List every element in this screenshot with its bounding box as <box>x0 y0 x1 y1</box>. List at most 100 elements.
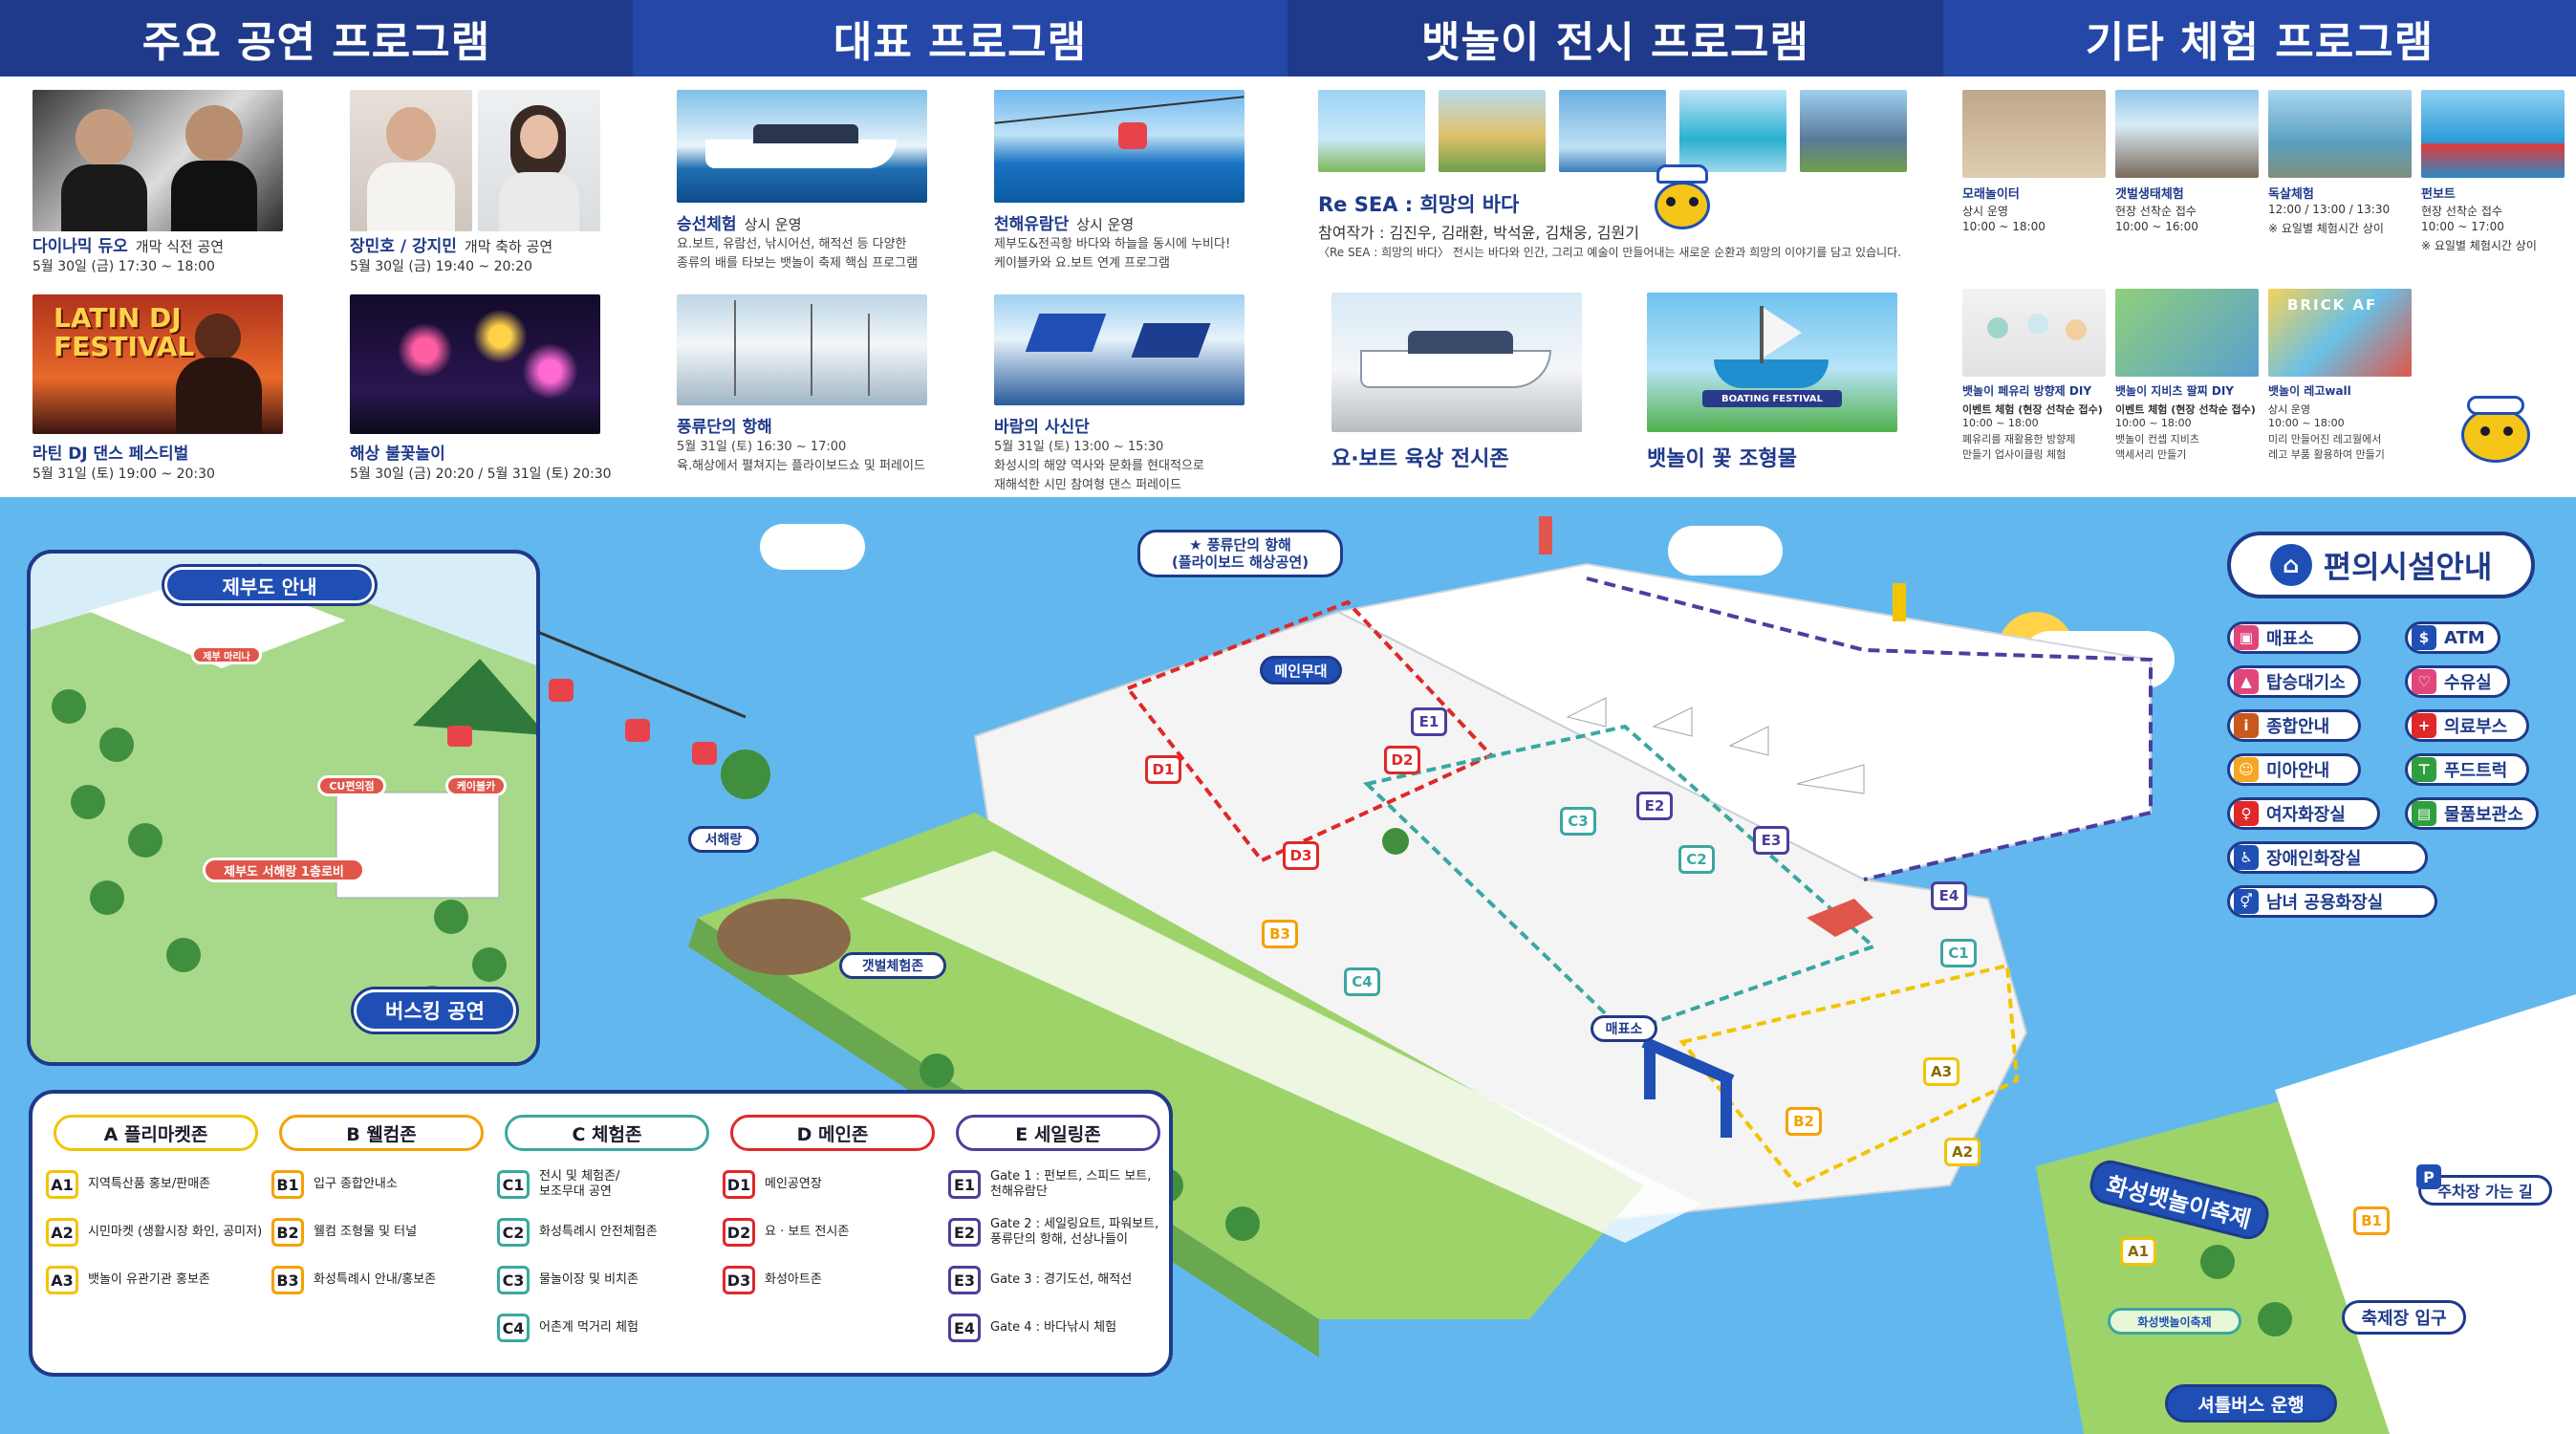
atm-icon: $ <box>2412 625 2436 650</box>
facility-restroom[interactable]: ⚥남녀 공용화장실 <box>2227 885 2437 918</box>
zone-d1-marker[interactable]: D1 <box>1145 755 1181 784</box>
exhibit-photo-5 <box>1800 90 1907 172</box>
zone-b1-marker[interactable]: B1 <box>2353 1206 2390 1235</box>
flyboard-show-label[interactable]: ★ 풍류단의 항해 (플라이보드 해상공연) <box>1137 530 1343 577</box>
mudflat-zone-label[interactable]: 갯벌체험존 <box>839 952 946 979</box>
rep-3-desc: 5월 31일 (토) 16:30 ~ 17:00 육.해상에서 펼쳐지는 플라이… <box>677 440 925 473</box>
legend-code: D2 <box>723 1218 755 1247</box>
busking-label[interactable]: 버스킹 공연 <box>354 989 516 1032</box>
flower-boat-photo: BOATING FESTIVAL <box>1647 293 1897 432</box>
zone-c2-marker[interactable]: C2 <box>1678 845 1715 874</box>
legend-zone-c-heading: C 체험존 <box>505 1115 709 1151</box>
location-pin-icon: ⌂ <box>2269 544 2312 586</box>
facility-medical[interactable]: +의료부스 <box>2405 709 2529 742</box>
zone-a2-marker[interactable]: A2 <box>1944 1138 1981 1166</box>
legend-code: B1 <box>271 1170 304 1199</box>
zone-d2-marker[interactable]: D2 <box>1384 746 1420 774</box>
zone-b3-marker[interactable]: B3 <box>1262 920 1298 948</box>
zone-a1-marker[interactable]: A1 <box>2120 1237 2156 1266</box>
legend-text: 입구 종합안내소 <box>314 1177 398 1191</box>
legend-row: D2 요 · 보트 전시존 <box>723 1216 942 1249</box>
facility-nursing[interactable]: ♡수유실 <box>2405 665 2510 698</box>
restroom-icon: ⚥ <box>2234 889 2259 914</box>
section-header-bar: 주요 공연 프로그램 대표 프로그램 뱃놀이 전시 프로그램 기타 체험 프로그… <box>0 0 2576 76</box>
facility-food-truck[interactable]: ⊤푸드트럭 <box>2405 753 2529 786</box>
perf-3-time: 5월 31일 (토) 19:00 ~ 20:30 <box>32 467 215 482</box>
legend-zone-a-heading: A 플리마켓존 <box>54 1115 258 1151</box>
facility-locker[interactable]: ▤물품보관소 <box>2405 797 2539 830</box>
zone-c1-marker[interactable]: C1 <box>1940 939 1977 967</box>
other-experiences-section: 모래놀이터 상시 운영 10:00 ~ 18:00 갯벌생태체험 현장 선착순 … <box>1943 76 2576 497</box>
food-truck-icon: ⊤ <box>2412 757 2436 782</box>
zone-c4-marker[interactable]: C4 <box>1344 967 1380 996</box>
jibbitz-diy-photo <box>2115 289 2259 377</box>
zone-e2-marker[interactable]: E2 <box>1636 792 1673 820</box>
legend-text: 요 · 보트 전시존 <box>765 1225 850 1239</box>
accessible-restroom-icon: ♿ <box>2234 845 2259 870</box>
facility-boarding[interactable]: ▲탑승대기소 <box>2227 665 2361 698</box>
nursing-icon: ♡ <box>2412 669 2436 694</box>
fireworks-photo <box>350 294 600 434</box>
festival-entrance-label[interactable]: 축제장 입구 <box>2342 1300 2466 1335</box>
boat-show-label: 요·보트 육상 전시존 <box>1331 447 1509 471</box>
exhibit-photo-1 <box>1318 90 1425 172</box>
header-boating-exhibition: 뱃놀이 전시 프로그램 <box>1288 0 1943 76</box>
facility-atm[interactable]: $ATM <box>2405 621 2500 654</box>
cu-store-label[interactable]: CU편의점 <box>317 775 386 796</box>
exhibit-artists: 참여작가 : 김진우, 김래환, 박석윤, 김채웅, 김원기 <box>1318 224 1639 242</box>
main-stage-label[interactable]: 메인무대 <box>1260 656 1342 684</box>
dynamic-duo-photo <box>32 90 283 231</box>
facility-label: 장애인화장실 <box>2266 849 2362 869</box>
legend-row: B1 입구 종합안내소 <box>271 1168 491 1201</box>
parking-route-label[interactable]: 주차장 가는 길 <box>2418 1175 2552 1206</box>
ticket-icon: ▣ <box>2234 625 2259 650</box>
lego-wall-sign: BRICK AF <box>2287 296 2378 314</box>
facility-label: 미아안내 <box>2266 761 2330 781</box>
funboat-photo <box>2421 90 2565 178</box>
mascot-sailor-icon <box>1649 164 1716 241</box>
zone-d3-marker[interactable]: D3 <box>1283 841 1319 870</box>
ticket-office-label[interactable]: 매표소 <box>1591 1015 1657 1042</box>
cablecar-photo <box>994 90 1245 203</box>
legend-text: 화성특례시 안전체험존 <box>539 1225 658 1239</box>
seohaerang-label[interactable]: 서해랑 <box>688 826 759 853</box>
legend-code: C1 <box>497 1170 530 1199</box>
facility-women-restroom[interactable]: ♀여자화장실 <box>2227 797 2380 830</box>
mudflat-photo <box>2115 90 2259 178</box>
jebu-marina-label[interactable]: 제부 마리나 <box>191 645 262 664</box>
women-restroom-icon: ♀ <box>2234 801 2259 826</box>
facility-accessible-restroom[interactable]: ♿ 장애인화장실 <box>2227 841 2428 874</box>
legend-code: E1 <box>948 1170 981 1199</box>
legend-text: Gate 2 : 세일링요트, 파워보트, 풍류단의 항해, 선상나들이 <box>990 1217 1159 1247</box>
zone-a3-marker[interactable]: A3 <box>1923 1057 1959 1086</box>
zone-e4-marker[interactable]: E4 <box>1931 881 1967 910</box>
zone-b2-marker[interactable]: B2 <box>1786 1107 1822 1136</box>
lobby-label[interactable]: 제부도 서해랑 1층로비 <box>203 858 365 882</box>
legend-code: B3 <box>271 1266 304 1294</box>
zone-e1-marker[interactable]: E1 <box>1411 707 1447 736</box>
shuttle-bus-label[interactable]: 셔틀버스 운행 <box>2165 1384 2337 1423</box>
jebudo-guide-title: 제부도 안내 <box>164 567 375 603</box>
exhibit-photo-2 <box>1439 90 1546 172</box>
exhibit-photo-4 <box>1679 90 1786 172</box>
info-icon: i <box>2234 713 2259 738</box>
facility-lost-child[interactable]: ☺ 미아안내 <box>2227 753 2361 786</box>
lost-child-icon: ☺ <box>2234 757 2259 782</box>
zone-c3-marker[interactable]: C3 <box>1560 807 1596 836</box>
jebudo-inset-map: 제부도 안내 제부도 서해랑 1층로비 CU편의점 케이블카 제부 마리나 버스… <box>27 550 540 1066</box>
zone-e3-marker[interactable]: E3 <box>1753 826 1789 855</box>
cablecar-label[interactable]: 케이블카 <box>445 775 507 796</box>
perf-1-time: 5월 30일 (금) 17:30 ~ 18:00 <box>32 259 215 274</box>
facility-ticket[interactable]: ▣매표소 <box>2227 621 2361 654</box>
